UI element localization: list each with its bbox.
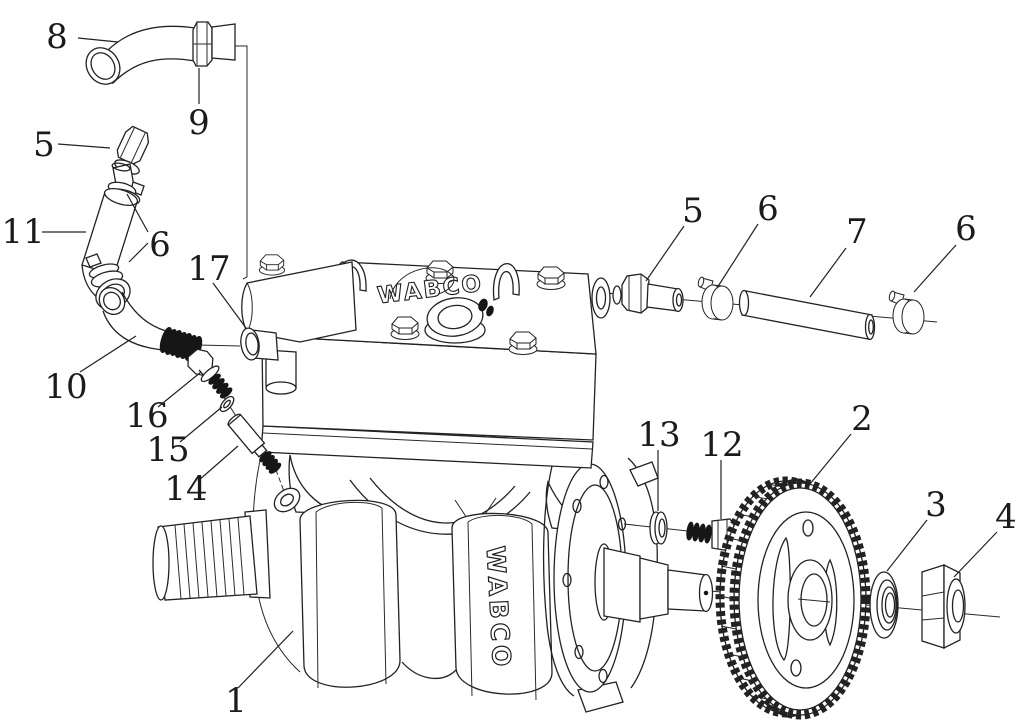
part-label-14: 14 [164, 469, 207, 509]
part-label-10: 10 [44, 367, 87, 407]
part-label-6-left: 6 [149, 225, 171, 265]
brand-side-text: WABCO [481, 545, 516, 671]
crankshaft [594, 543, 714, 623]
fitting-9 [192, 21, 236, 67]
clamp-6-right-1 [696, 276, 734, 321]
washer-13 [649, 511, 668, 545]
part-label-6-right-1: 6 [757, 189, 779, 229]
hose-8 [85, 21, 236, 85]
part-label-1: 1 [225, 681, 247, 721]
callouts: 8 9 5 11 6 17 10 16 15 14 5 6 7 6 13 12 … [1, 17, 1016, 721]
washer-3 [869, 571, 899, 639]
part-label-12: 12 [700, 425, 743, 465]
part-label-5-left: 5 [33, 125, 55, 165]
part-label-13: 13 [637, 415, 680, 455]
port-fitting-17 [240, 327, 297, 395]
front-shaft-stub [152, 509, 271, 601]
mounting-flange [542, 457, 659, 713]
part-label-3: 3 [925, 485, 947, 525]
unloader-cover [240, 254, 357, 395]
part-label-15: 15 [146, 430, 189, 470]
clamp-6-lower [85, 253, 124, 288]
part-label-8: 8 [46, 17, 68, 57]
part-label-6-right-2: 6 [955, 209, 977, 249]
part-label-16: 16 [125, 396, 168, 436]
head-right-port [591, 277, 611, 319]
connector-line-9-to-head [235, 45, 248, 280]
part-label-11: 11 [1, 212, 44, 252]
part-label-2: 2 [851, 399, 873, 439]
part-label-5-right: 5 [682, 191, 704, 231]
part-label-7: 7 [846, 212, 868, 252]
gear-2 [715, 476, 871, 720]
hose-10 [98, 286, 203, 363]
lifting-eye-right [492, 263, 520, 301]
head-port-boss [424, 297, 494, 344]
leader-lines [42, 37, 998, 689]
washer-15 [219, 395, 235, 413]
crankcase-1: WABCO [152, 451, 714, 713]
part-label-17: 17 [187, 249, 230, 289]
stud-pad [273, 487, 301, 513]
cylinder-barrel-right: WABCO [451, 512, 553, 701]
part-label-4: 4 [995, 497, 1017, 537]
stud-14 [227, 413, 282, 474]
part-label-9: 9 [188, 103, 210, 143]
bolt-16 [187, 348, 233, 399]
tube-7 [738, 289, 876, 341]
cylinder-barrel-left [299, 499, 401, 689]
fitting-5-right [612, 273, 684, 314]
clamp-6-right-2 [887, 290, 925, 335]
nut-4 [921, 563, 966, 650]
